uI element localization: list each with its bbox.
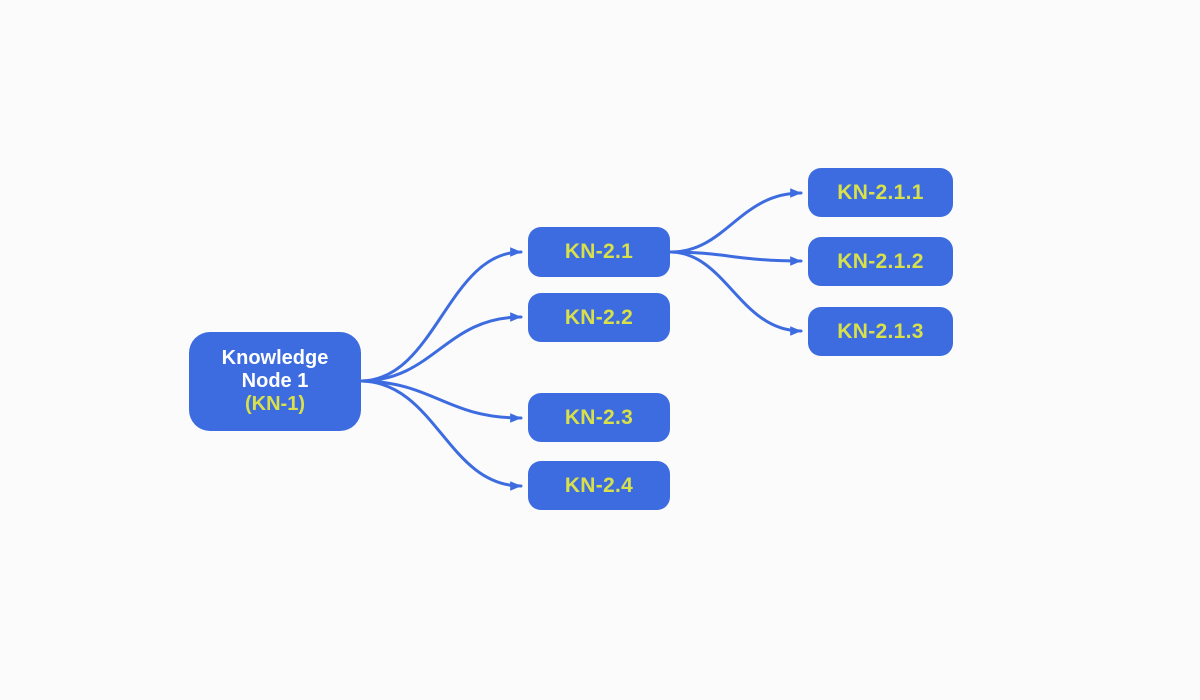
node-kn-2-2[interactable]: KN-2.2: [528, 293, 670, 342]
node-kn-2-1-1[interactable]: KN-2.1.1: [808, 168, 953, 217]
node-kn-1-title: Knowledge Node 1: [221, 347, 329, 392]
node-kn-1[interactable]: Knowledge Node 1 (KN-1): [189, 332, 361, 431]
node-kn-2-1-3[interactable]: KN-2.1.3: [808, 307, 953, 356]
node-kn-2-4[interactable]: KN-2.4: [528, 461, 670, 510]
node-kn-2-1-2[interactable]: KN-2.1.2: [808, 237, 953, 286]
node-kn-2-2-label: KN-2.2: [564, 305, 634, 329]
node-kn-2-3[interactable]: KN-2.3: [528, 393, 670, 442]
edge-kn1-to-kn24: [360, 379, 523, 491]
edge-kn1-to-kn23: [360, 379, 523, 423]
node-kn-1-code: (KN-1): [245, 393, 305, 415]
edge-kn21-to-kn213: [669, 250, 803, 336]
edge-kn1-to-kn22: [360, 312, 523, 383]
node-kn-2-3-label: KN-2.3: [564, 405, 634, 429]
node-kn-2-1-1-label: KN-2.1.1: [837, 180, 924, 204]
edge-kn1-to-kn21: [360, 247, 523, 383]
node-kn-2-1[interactable]: KN-2.1: [528, 227, 670, 277]
edge-kn21-to-kn212: [669, 250, 803, 266]
node-kn-2-4-label: KN-2.4: [564, 473, 634, 497]
node-kn-2-1-3-label: KN-2.1.3: [837, 319, 924, 343]
edge-kn21-to-kn211: [669, 188, 803, 254]
node-kn-2-1-2-label: KN-2.1.2: [837, 249, 924, 273]
node-kn-2-1-label: KN-2.1: [564, 240, 634, 264]
